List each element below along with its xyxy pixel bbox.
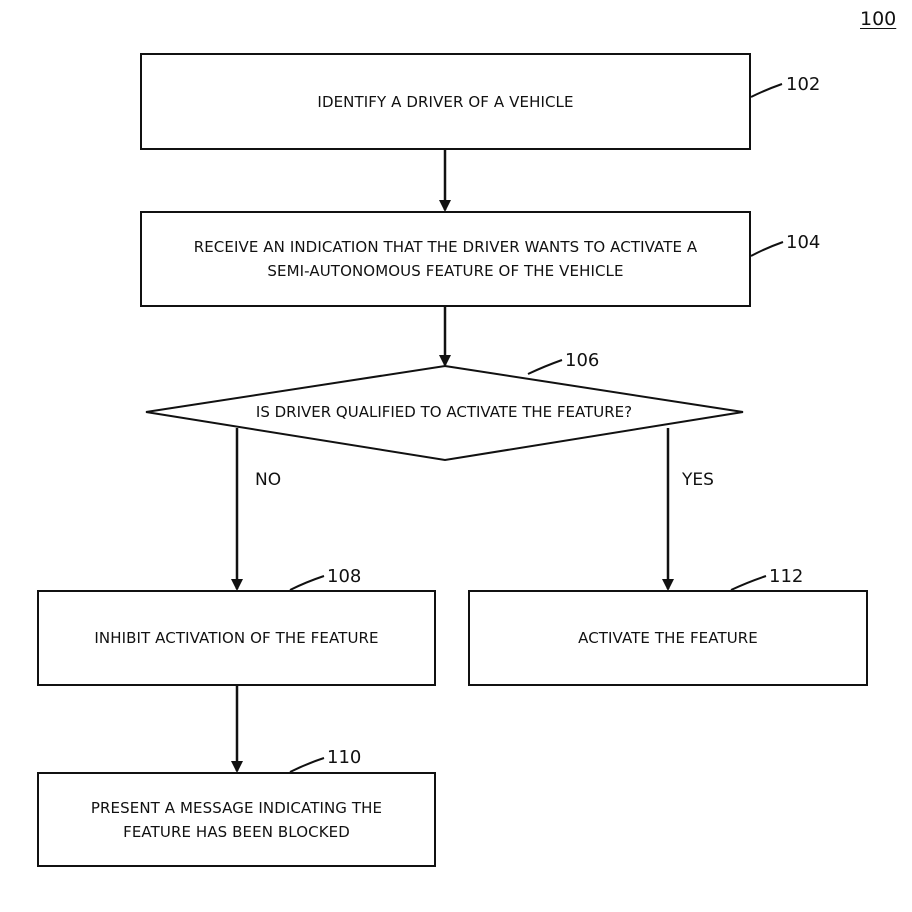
- leader-line-110: [289, 757, 325, 773]
- step-108-line-1: INHIBIT ACTIVATION OF THE FEATURE: [94, 629, 379, 647]
- branch-label-yes: YES: [682, 470, 714, 490]
- step-104-line-2: SEMI-AUTONOMOUS FEATURE OF THE VEHICLE: [267, 262, 624, 280]
- step-102-line-1: IDENTIFY A DRIVER OF A VEHICLE: [317, 92, 574, 111]
- leader-line-108: [289, 575, 325, 591]
- step-110-line-2: FEATURE HAS BEEN BLOCKED: [123, 822, 350, 841]
- ref-108: 108: [327, 566, 362, 587]
- step-activate-feature: ACTIVATE THE FEATURE: [468, 590, 868, 686]
- ref-102: 102: [786, 74, 821, 95]
- figure-number: 100: [860, 8, 897, 30]
- step-inhibit-activation: INHIBIT ACTIVATION OF THE FEATURE: [37, 590, 436, 686]
- leader-line-102: [750, 83, 783, 98]
- ref-106: 106: [565, 350, 600, 371]
- decision-question: IS DRIVER QUALIFIED TO ACTIVATE THE FEAT…: [255, 403, 633, 421]
- step-identify-driver: IDENTIFY A DRIVER OF A VEHICLE: [140, 53, 751, 150]
- decision-diamond: [145, 364, 744, 462]
- leader-line-112: [730, 575, 767, 591]
- step-110-line-1: PRESENT A MESSAGE INDICATING THE: [90, 798, 383, 817]
- leader-line-106: [527, 359, 563, 375]
- step-112-line-1: ACTIVATE THE FEATURE: [578, 629, 758, 647]
- leader-line-104: [750, 241, 784, 257]
- ref-112: 112: [769, 566, 804, 587]
- step-104-line-1: RECEIVE AN INDICATION THAT THE DRIVER WA…: [193, 238, 698, 256]
- step-present-message: PRESENT A MESSAGE INDICATING THE FEATURE…: [37, 772, 436, 867]
- step-receive-indication: RECEIVE AN INDICATION THAT THE DRIVER WA…: [140, 211, 751, 307]
- ref-104: 104: [786, 232, 821, 253]
- ref-110: 110: [327, 747, 362, 768]
- branch-label-no: NO: [255, 470, 282, 490]
